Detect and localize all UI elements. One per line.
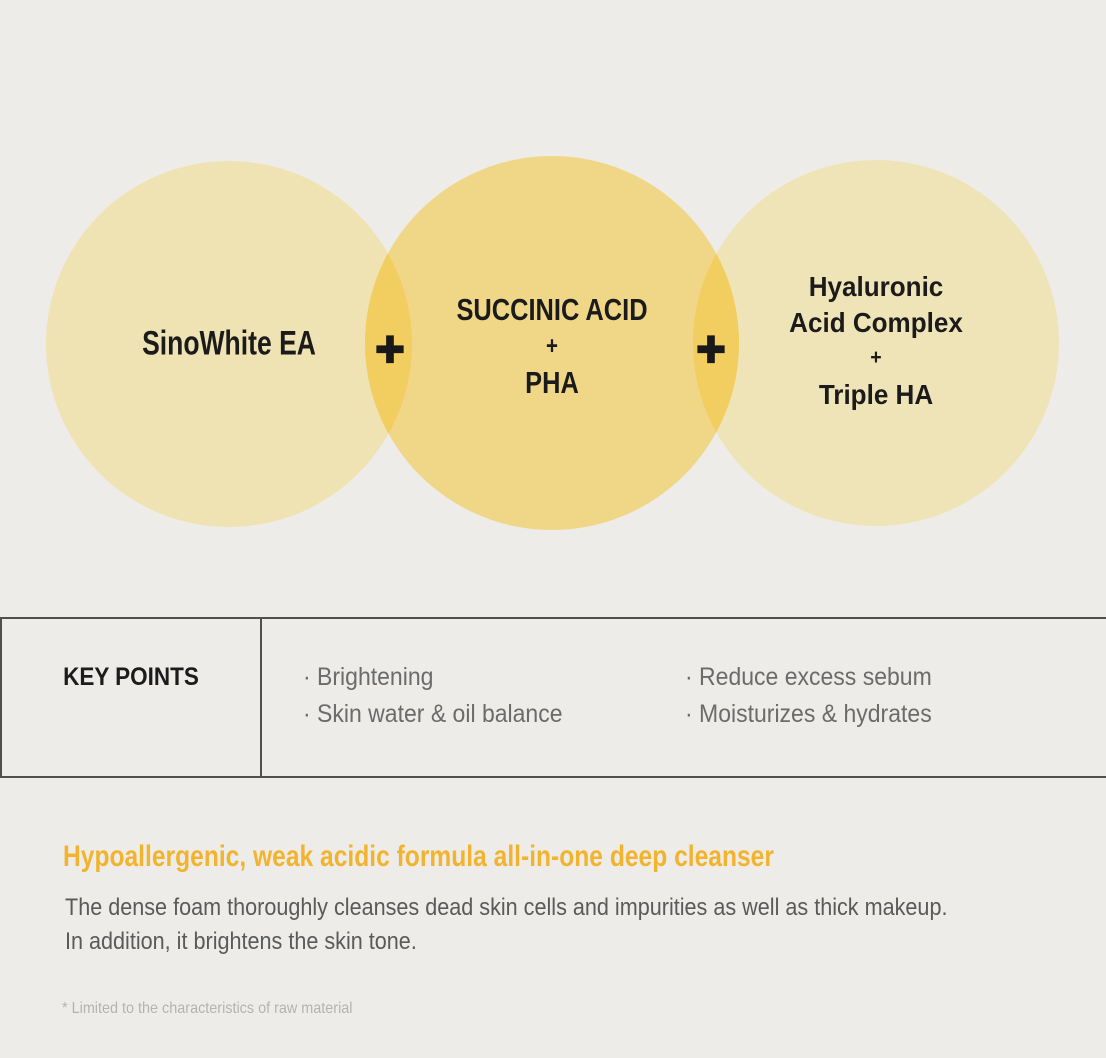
key-points-column-1: · Brightening · Skin water & oil balance [303,659,563,733]
description-line: The dense foam thoroughly cleanses dead … [65,894,948,921]
key-points-table: KEY POINTS · Brightening · Skin water & … [0,617,1106,778]
circle-hyaluronic [693,160,1059,526]
plus-icon: + [695,321,726,377]
description-line: In addition, it brightens the skin tone. [65,928,417,955]
plus-icon: + [374,321,405,377]
key-point-item: · Reduce excess sebum [685,663,932,691]
key-point-item: · Brightening [303,663,434,691]
circle-sinowhite [46,161,412,527]
circle-succinic [365,156,739,530]
table-divider [260,619,262,776]
section-heading: Hypoallergenic, weak acidic formula all-… [63,840,774,873]
key-points-column-2: · Reduce excess sebum · Moisturizes & hy… [685,659,932,733]
description-body: The dense foam thoroughly cleanses dead … [65,891,947,959]
succinic-plus: + [546,332,558,360]
footnote: * Limited to the characteristics of raw … [62,1000,353,1017]
hyaluronic-line-1: Hyaluronic [808,271,944,302]
circle-label-sinowhite-text: SinoWhite EA [142,324,316,363]
key-point-item: · Skin water & oil balance [303,700,563,728]
hyaluronic-line-3: Triple HA [818,379,934,410]
succinic-line-2: PHA [525,365,579,400]
hyaluronic-line-2: Acid Complex [789,307,963,338]
key-points-title: KEY POINTS [63,663,199,691]
ingredient-venn-diagram [46,156,1059,530]
succinic-line-1: SUCCINIC ACID [456,292,648,327]
key-points-title-cell: KEY POINTS [2,659,260,696]
key-point-item: · Moisturizes & hydrates [685,700,932,728]
circle-label-succinic: SUCCINIC ACID + PHA [435,291,668,401]
hyaluronic-plus: + [870,346,882,369]
circle-label-sinowhite: SinoWhite EA [118,325,341,364]
circle-label-hyaluronic: Hyaluronic Acid Complex + Triple HA [783,269,970,415]
